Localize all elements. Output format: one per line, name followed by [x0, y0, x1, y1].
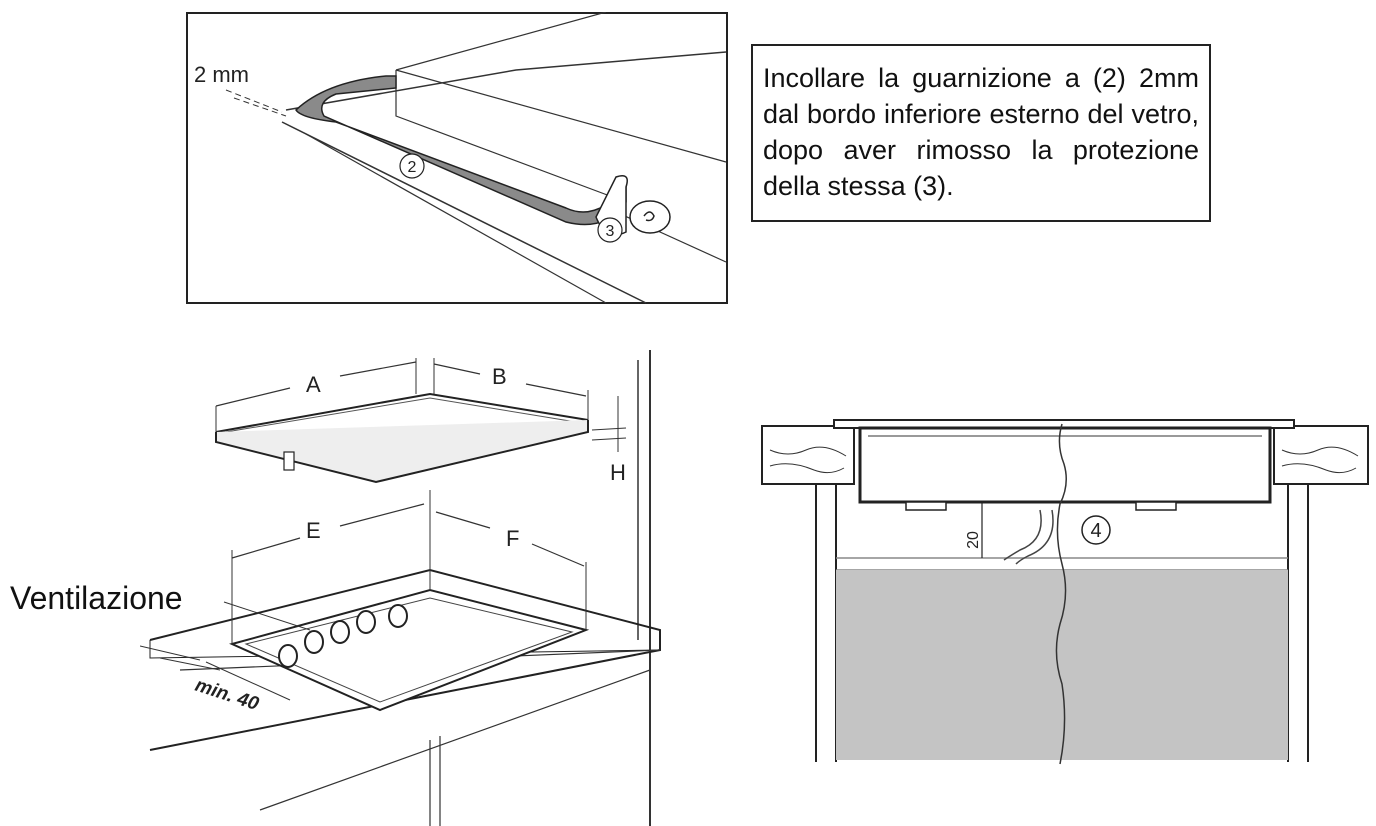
callout-4-label: 4	[1090, 520, 1101, 542]
callout-2-label: 2	[408, 159, 417, 176]
dimension-2mm-label: 2 mm	[194, 62, 249, 87]
worktop-right	[1273, 425, 1369, 485]
gasket-strip	[295, 75, 627, 226]
callout-3-label: 3	[606, 223, 615, 240]
dimension-f-label: F	[506, 526, 519, 551]
instruction-text: Incollare la guarnizione a (2) 2mm dal b…	[763, 63, 1199, 201]
dimension-20-label: 20	[965, 531, 982, 549]
dimension-a-label: A	[306, 372, 321, 397]
drawer-area	[836, 570, 1288, 760]
worktop-left	[761, 425, 855, 485]
instruction-caption: Incollare la guarnizione a (2) 2mm dal b…	[751, 44, 1211, 222]
gasket-application-diagram: 2 mm 2 3	[186, 12, 728, 304]
dimension-min40-label: min. 40	[192, 675, 261, 715]
ventilation-holes	[278, 604, 408, 668]
callout-2-circle	[399, 153, 425, 179]
ventilation-label: Ventilazione	[10, 580, 183, 616]
dimension-b-label: B	[492, 364, 507, 389]
break-line	[1055, 423, 1067, 765]
dimension-h-label: H	[610, 460, 626, 485]
cutout-dimensions-diagram: A B H E F min. 40	[140, 350, 661, 826]
callout-4-circle	[1081, 515, 1111, 545]
dimension-e-label: E	[306, 518, 321, 543]
protection-roll	[629, 200, 671, 234]
installation-section-diagram: 20 4	[761, 419, 1369, 765]
callout-3-circle	[597, 217, 623, 243]
